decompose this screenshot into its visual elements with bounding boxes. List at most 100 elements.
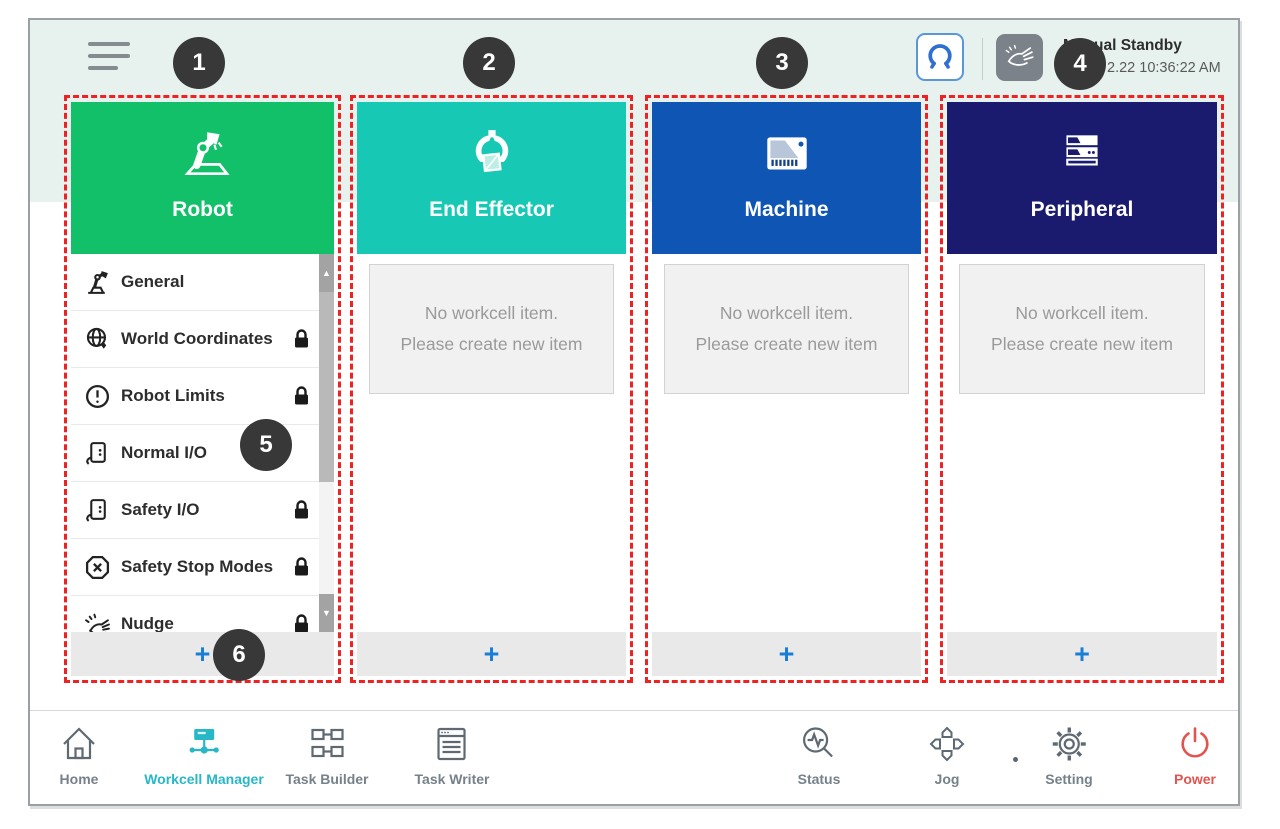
robot-arm-icon bbox=[175, 126, 231, 182]
peripheral-column: Peripheral No workcell item. Please crea… bbox=[940, 95, 1224, 683]
nav-power[interactable]: Power bbox=[1174, 722, 1216, 787]
add-peripheral-item-button[interactable]: + bbox=[947, 632, 1217, 676]
peripheral-item-area: No workcell item. Please create new item bbox=[947, 254, 1217, 632]
nav-label: Status bbox=[797, 771, 841, 787]
empty-state-line1: No workcell item. bbox=[719, 303, 854, 323]
add-end-effector-item-button[interactable]: + bbox=[357, 632, 626, 676]
list-item-label: General bbox=[121, 272, 185, 291]
add-machine-item-button[interactable]: + bbox=[652, 632, 921, 676]
list-item-label: World Coordinates bbox=[121, 329, 273, 348]
list-item-robot-limits[interactable]: Robot Limits bbox=[71, 368, 334, 425]
empty-state-line1: No workcell item. bbox=[424, 303, 559, 323]
nav-jog[interactable]: Jog bbox=[927, 722, 967, 787]
robot-category-title: Robot bbox=[172, 198, 233, 221]
nav-label: Task Builder bbox=[285, 771, 369, 787]
safety-stop-icon bbox=[79, 554, 115, 581]
bottom-nav-bar: Home Workcell Manager bbox=[30, 710, 1238, 804]
nav-status[interactable]: Status bbox=[797, 722, 841, 787]
status-icon bbox=[798, 722, 841, 764]
empty-state-panel: No workcell item. Please create new item bbox=[369, 264, 614, 394]
setting-icon bbox=[1045, 722, 1092, 764]
scroll-up-button[interactable]: ▲ bbox=[319, 254, 334, 292]
callout-badge-6: 6 bbox=[213, 629, 265, 681]
empty-state-panel: No workcell item. Please create new item bbox=[664, 264, 909, 394]
list-item-normal-io[interactable]: Normal I/O bbox=[71, 425, 334, 482]
peripheral-category-header[interactable]: Peripheral bbox=[947, 102, 1217, 254]
end-effector-category-header[interactable]: End Effector bbox=[357, 102, 626, 254]
robot-limits-icon bbox=[79, 383, 115, 410]
server-icon bbox=[1054, 126, 1110, 182]
list-item-label: Safety Stop Modes bbox=[121, 557, 274, 576]
list-item-safety-io[interactable]: Safety I/O bbox=[71, 482, 334, 539]
list-item-label: Nudge bbox=[121, 614, 174, 632]
gripper-robot-icon bbox=[923, 38, 957, 77]
list-item-nudge[interactable]: Nudge bbox=[71, 596, 334, 632]
empty-state-line2: Please create new item bbox=[400, 334, 583, 354]
callout-badge-5: 5 bbox=[240, 419, 292, 471]
io-icon bbox=[79, 440, 115, 467]
machine-category-header[interactable]: Machine bbox=[652, 102, 921, 254]
scroll-down-button[interactable]: ▼ bbox=[319, 594, 334, 632]
end-effector-column: End Effector No workcell item. Please cr… bbox=[350, 95, 633, 683]
list-scrollbar[interactable]: ▲ ▼ bbox=[319, 254, 334, 632]
list-item-label: Robot Limits bbox=[121, 386, 225, 405]
nav-setting[interactable]: Setting bbox=[1045, 722, 1093, 787]
machine-category-title: Machine bbox=[744, 198, 829, 221]
nav-home[interactable]: Home bbox=[59, 722, 99, 787]
robot-column: Robot General bbox=[64, 95, 341, 683]
list-item-label: Safety I/O bbox=[121, 500, 200, 519]
app-window: Manual Standby 2.22 10:36:22 AM 1 2 3 4 … bbox=[28, 18, 1240, 806]
lock-icon bbox=[292, 386, 311, 407]
callout-badge-1: 1 bbox=[173, 37, 225, 89]
robot-category-header[interactable]: Robot bbox=[71, 102, 334, 254]
servo-on-button[interactable] bbox=[916, 33, 964, 81]
empty-state-line2: Please create new item bbox=[695, 334, 878, 354]
power-icon bbox=[1174, 722, 1216, 764]
nudge-icon bbox=[79, 611, 115, 632]
workcell-manager-icon bbox=[144, 722, 264, 764]
nav-task-writer[interactable]: Task Writer bbox=[414, 722, 490, 787]
task-builder-icon bbox=[286, 722, 369, 764]
nav-workcell-manager[interactable]: Workcell Manager bbox=[144, 722, 264, 787]
end-effector-item-area: No workcell item. Please create new item bbox=[357, 254, 626, 632]
add-robot-item-button[interactable]: + bbox=[71, 632, 334, 676]
lock-icon bbox=[292, 557, 311, 578]
machine-icon bbox=[759, 126, 815, 182]
nav-label: Task Writer bbox=[414, 771, 490, 787]
robot-item-list: General World Coordinates bbox=[71, 254, 334, 632]
menu-icon[interactable] bbox=[88, 42, 132, 76]
lock-icon bbox=[292, 614, 311, 632]
nav-label: Home bbox=[59, 771, 99, 787]
nav-label: Power bbox=[1173, 771, 1217, 787]
empty-state-line1: No workcell item. bbox=[1015, 303, 1149, 323]
callout-badge-2: 2 bbox=[463, 37, 515, 89]
callout-badge-4: 4 bbox=[1054, 38, 1106, 90]
dot-separator bbox=[1013, 757, 1018, 762]
world-coordinates-icon bbox=[79, 326, 115, 353]
callout-badge-3: 3 bbox=[756, 37, 808, 89]
task-writer-icon bbox=[415, 722, 490, 764]
nav-label: Jog bbox=[934, 771, 960, 787]
manual-mode-button[interactable] bbox=[996, 34, 1043, 81]
list-item-world-coordinates[interactable]: World Coordinates bbox=[71, 311, 334, 368]
list-item-general[interactable]: General bbox=[71, 254, 334, 311]
empty-state-panel: No workcell item. Please create new item bbox=[959, 264, 1205, 394]
end-effector-category-title: End Effector bbox=[429, 198, 554, 221]
list-item-safety-stop-modes[interactable]: Safety Stop Modes bbox=[71, 539, 334, 596]
nav-label: Setting bbox=[1045, 771, 1093, 787]
scrollbar-thumb[interactable] bbox=[319, 292, 334, 482]
io-icon bbox=[79, 497, 115, 524]
robot-general-icon bbox=[79, 269, 115, 296]
home-icon bbox=[59, 722, 99, 764]
header-divider bbox=[982, 38, 983, 80]
lock-icon bbox=[292, 329, 311, 350]
hand-icon bbox=[1003, 39, 1036, 77]
peripheral-category-title: Peripheral bbox=[1030, 198, 1134, 221]
list-item-label: Normal I/O bbox=[121, 443, 207, 462]
nav-task-builder[interactable]: Task Builder bbox=[286, 722, 369, 787]
status-timestamp: 2.22 10:36:22 AM bbox=[1107, 60, 1221, 76]
machine-column: Machine No workcell item. Please create … bbox=[645, 95, 928, 683]
machine-item-area: No workcell item. Please create new item bbox=[652, 254, 921, 632]
lock-icon bbox=[292, 500, 311, 521]
